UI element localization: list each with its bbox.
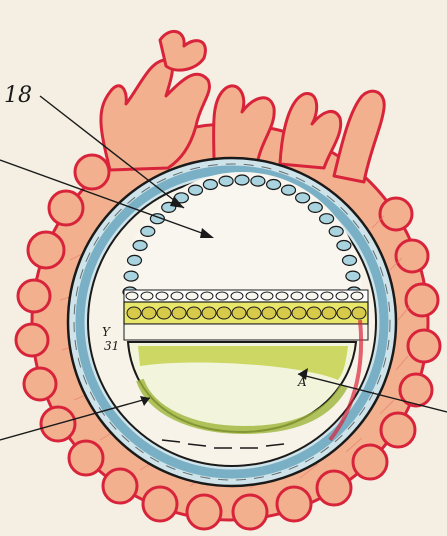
amnion-cell <box>346 271 360 281</box>
amnion-cell <box>189 185 203 195</box>
ectoderm-cell <box>141 292 153 300</box>
disc-cell <box>247 307 261 319</box>
ectoderm-cell <box>276 292 288 300</box>
embryonic-disc <box>124 290 368 340</box>
amnion-cell <box>235 175 249 185</box>
amnion-cell <box>124 271 138 281</box>
ectoderm-cell <box>156 292 168 300</box>
disc-cell <box>292 307 306 319</box>
disc-cell <box>217 307 231 319</box>
amnion-cell <box>141 226 155 236</box>
amnion-cell <box>267 180 281 190</box>
disc-cell <box>277 307 291 319</box>
ectoderm-cell <box>291 292 303 300</box>
ectoderm-cell <box>201 292 213 300</box>
disc-cell <box>202 307 216 319</box>
ectoderm-cell <box>321 292 333 300</box>
ectoderm-cell <box>306 292 318 300</box>
disc-cell <box>262 307 276 319</box>
ectoderm-cell <box>231 292 243 300</box>
label-18: 18 <box>4 83 32 108</box>
amnion-cell <box>251 176 265 186</box>
amnion-cell <box>308 202 322 212</box>
amnion-cell <box>219 176 233 186</box>
amnion-cell <box>282 185 296 195</box>
label-31: 31 <box>104 339 119 353</box>
label-y: Y <box>102 325 111 339</box>
disc-cell <box>187 307 201 319</box>
disc-cell <box>352 307 366 319</box>
disc-cell <box>172 307 186 319</box>
ectoderm-cell <box>126 292 138 300</box>
amnion-cell <box>343 255 357 265</box>
ectoderm-cell <box>336 292 348 300</box>
disc-cell <box>322 307 336 319</box>
ectoderm-cell <box>351 292 363 300</box>
ectoderm-cell <box>171 292 183 300</box>
ectoderm-cell <box>246 292 258 300</box>
amnion-cell <box>320 214 334 224</box>
ectoderm-cell <box>261 292 273 300</box>
amnion-cell <box>337 241 351 251</box>
disc-cell <box>127 307 141 319</box>
ectoderm-cell <box>186 292 198 300</box>
disc-cell <box>157 307 171 319</box>
disc-cell <box>142 307 156 319</box>
label-a: A <box>297 375 307 389</box>
amnion-cell <box>203 180 217 190</box>
disc-cell <box>337 307 351 319</box>
amnion-cell <box>296 193 310 203</box>
amnion-cell <box>128 255 142 265</box>
amnion-cell <box>133 241 147 251</box>
amnion-cell <box>329 226 343 236</box>
ectoderm-cell <box>216 292 228 300</box>
disc-cell <box>307 307 321 319</box>
disc-cell <box>232 307 246 319</box>
